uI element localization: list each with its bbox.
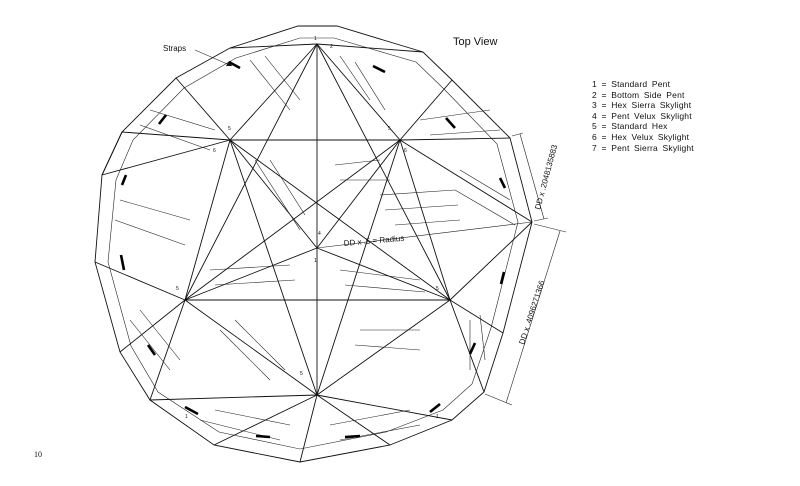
- legend-item: 6 = Hex Velux Skylight: [592, 131, 690, 142]
- legend-item: 1 = Standard Pent: [592, 79, 671, 89]
- panel-number: 6: [213, 148, 216, 154]
- edge-dimension-label: DD x .2048135883: [533, 143, 559, 210]
- panel-number: 1: [436, 414, 439, 420]
- panel-number: 1: [185, 414, 188, 420]
- radius-label: DD x .5 = Radius: [343, 234, 404, 248]
- page-title: Top View: [453, 36, 498, 48]
- legend-item: 2 = Bottom Side Pent: [592, 89, 685, 100]
- legend-item: 3 = Hex Sierra Skylight: [592, 100, 692, 111]
- panel-number: 6: [404, 148, 407, 154]
- panel-number: 2: [330, 44, 333, 50]
- straps-leader: [194, 49, 233, 67]
- panel-number: 5: [388, 126, 391, 132]
- panel-number: 1: [314, 258, 317, 264]
- pentagon-framework: [94, 43, 533, 463]
- straps-arrowhead: [226, 61, 232, 66]
- panel-number: 5: [300, 371, 303, 377]
- dome-inner-outline: [107, 37, 519, 450]
- legend-item: 4 = Pent Velux Skylight: [592, 110, 692, 121]
- straps: [119, 60, 507, 439]
- dimension-lines: [484, 132, 567, 406]
- panel-number: 5: [176, 286, 179, 292]
- panel-number: 1: [314, 36, 317, 42]
- legend-item: 7 = Pent Sierra Skylight: [592, 142, 694, 153]
- page-number: 10: [34, 450, 42, 459]
- straps-label: Straps: [163, 44, 187, 53]
- legend-item: 5 = Standard Hex: [592, 121, 668, 132]
- side-dimension-label: DD x .4096271366: [517, 279, 546, 346]
- panel-number: 5: [436, 286, 439, 292]
- panel-number: 4: [318, 231, 321, 237]
- radius-line: [316, 221, 533, 249]
- panel-hatching: [114, 55, 516, 441]
- panel-numbers: 1 1 2 5 5 5 5 5 6 6 4 1 1: [176, 36, 439, 420]
- panel-number: 5: [228, 126, 231, 132]
- legend: 1 = Standard Pent 2 = Bottom Side Pent 3…: [592, 79, 694, 153]
